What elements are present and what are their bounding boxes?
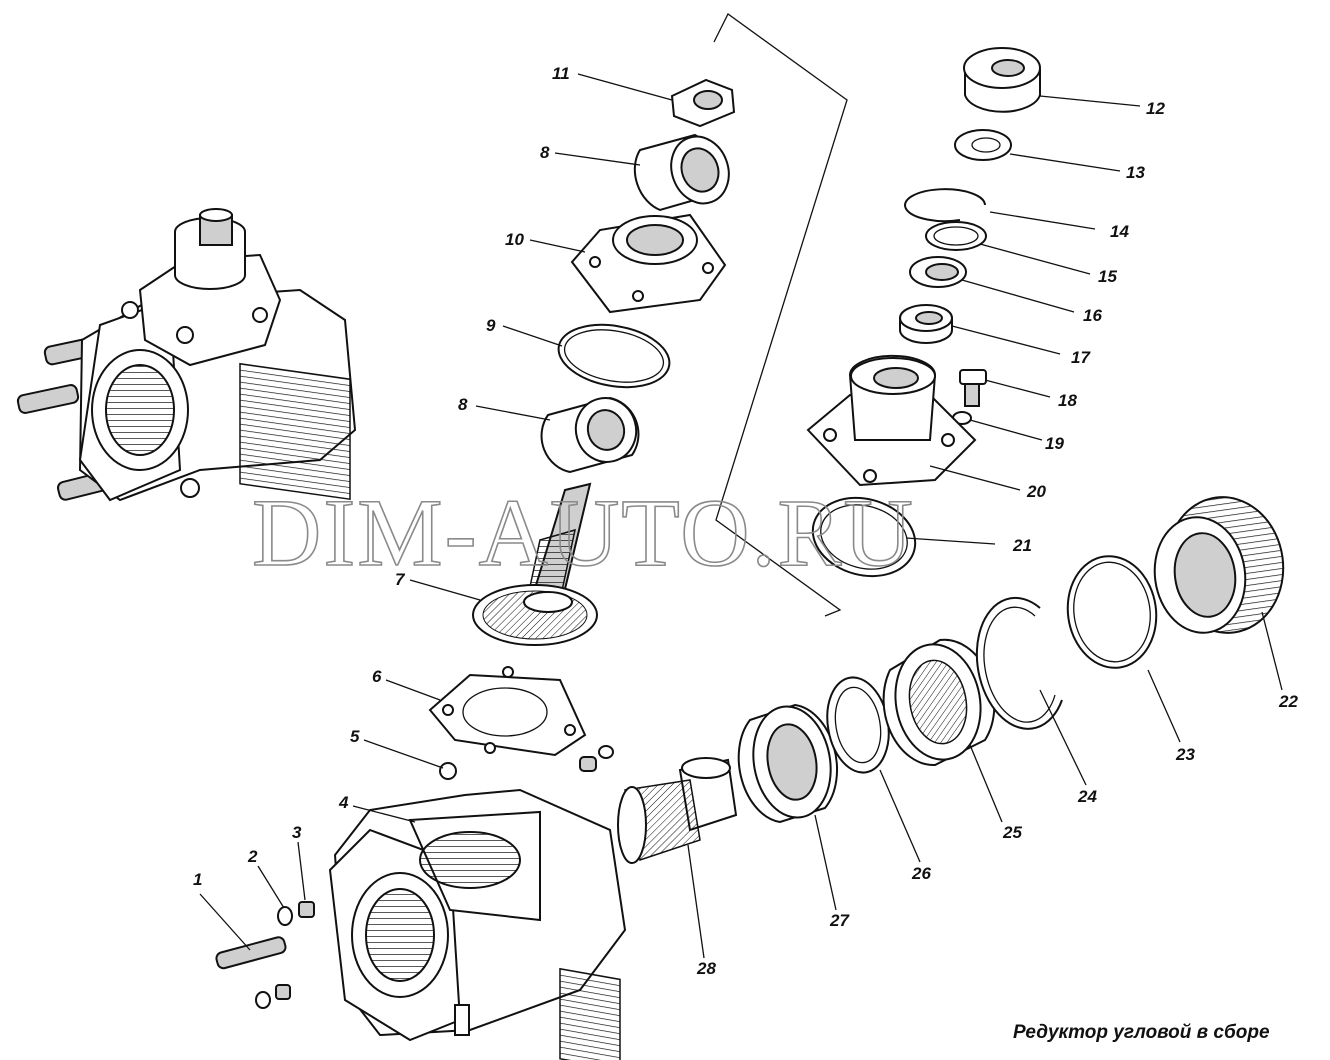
callout-7: 7 xyxy=(395,570,406,589)
callout-22: 22 xyxy=(1278,692,1298,711)
part-27-bearing xyxy=(737,703,839,824)
callout-20: 20 xyxy=(1026,482,1046,501)
callout-26: 26 xyxy=(911,864,931,883)
part-2-washer xyxy=(277,906,293,926)
callout-9: 9 xyxy=(486,316,496,335)
part-28-bevel-pinion xyxy=(617,757,738,864)
callout-19: 19 xyxy=(1045,434,1064,453)
part-14-snap-ring xyxy=(904,188,986,223)
callout-8-lower: 8 xyxy=(458,395,468,414)
callout-8-upper: 8 xyxy=(540,143,550,162)
part-24-snap-ring xyxy=(975,596,1063,730)
lower-washer xyxy=(255,991,271,1009)
part-10-flange-cup xyxy=(570,213,727,314)
callout-3: 3 xyxy=(292,823,302,842)
part-6-gasket xyxy=(428,666,587,757)
part-18-bolt xyxy=(959,369,987,407)
callout-1: 1 xyxy=(193,870,202,889)
callout-11: 11 xyxy=(552,64,570,83)
figure-caption: Редуктор угловой в сборе xyxy=(1013,1022,1270,1043)
callout-18: 18 xyxy=(1058,391,1077,410)
part-23-ring xyxy=(1066,555,1158,669)
part-22-cover xyxy=(1153,496,1285,634)
callout-10: 10 xyxy=(505,230,524,249)
callout-28: 28 xyxy=(696,959,716,978)
lower-nut xyxy=(275,984,291,1000)
part-7-bevel-gear-shaft xyxy=(472,482,598,646)
part-16-seal xyxy=(909,256,967,288)
callout-4: 4 xyxy=(338,793,349,812)
part-25-roller-bearing xyxy=(882,638,996,767)
leader-lines xyxy=(199,73,1283,959)
callout-21: 21 xyxy=(1012,536,1032,555)
assembly-bracket-line xyxy=(713,13,848,617)
part-1-stud xyxy=(215,936,287,970)
callout-14: 14 xyxy=(1110,222,1129,241)
assembled-gearbox-drawing xyxy=(16,208,357,502)
callout-25: 25 xyxy=(1002,823,1022,842)
part-5-ball xyxy=(439,762,457,780)
callout-13: 13 xyxy=(1126,163,1145,182)
part-9-o-ring xyxy=(557,323,671,389)
small-washers-pair xyxy=(579,745,614,772)
part-8-lower-bearing xyxy=(540,396,640,474)
callout-24: 24 xyxy=(1077,787,1097,806)
callout-6: 6 xyxy=(372,667,382,686)
callout-12: 12 xyxy=(1146,99,1165,118)
callout-5: 5 xyxy=(350,727,360,746)
part-3-nut xyxy=(298,901,315,918)
part-4-housing xyxy=(328,788,627,1060)
part-8-upper-bearing xyxy=(633,133,730,212)
watermark-text: DIM-AUTO.RU xyxy=(252,479,915,586)
callout-labels: 1 2 3 4 5 6 7 8 8 9 10 11 12 13 14 15 16… xyxy=(193,64,1298,978)
callout-16: 16 xyxy=(1083,306,1102,325)
part-17-seal xyxy=(899,304,953,344)
callout-17: 17 xyxy=(1071,348,1091,367)
part-12-cap xyxy=(963,47,1041,113)
callout-15: 15 xyxy=(1098,267,1117,286)
part-15-ring xyxy=(925,221,987,251)
part-21-ring xyxy=(811,496,917,578)
callout-27: 27 xyxy=(829,911,850,930)
part-11-nut xyxy=(670,78,736,128)
part-20-flange-housing xyxy=(806,354,977,487)
callout-23: 23 xyxy=(1175,745,1195,764)
part-13-washer xyxy=(954,129,1012,161)
callout-2: 2 xyxy=(247,847,258,866)
